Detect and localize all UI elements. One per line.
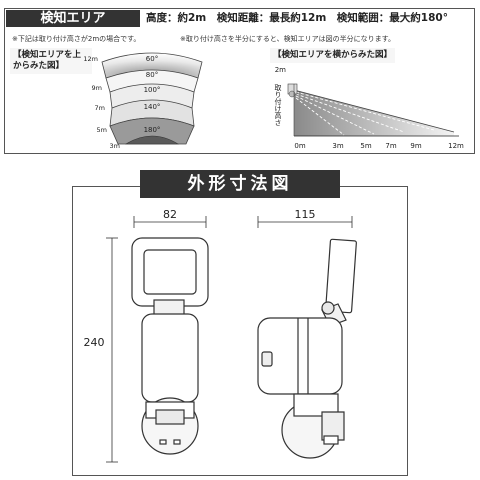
detection-area-title: 検知エリア: [6, 10, 140, 27]
tick-7m: 7m: [385, 142, 396, 150]
height-label: 240: [84, 336, 105, 349]
tick-0m: 0m: [294, 142, 305, 150]
side-view-diagram: 2m 取り付け高さ 0m 3m 5m 7m 9m 12m: [274, 66, 464, 150]
front-view: [131, 237, 209, 455]
angle-label-100: 100°: [144, 86, 161, 94]
top-view-diagram: 60° 80° 100° 140° 180° 12m 9m 7m 5m 3m: [83, 52, 203, 150]
tick-12m: 12m: [448, 142, 464, 150]
width-side-label: 115: [295, 208, 316, 221]
side-view-caption: 【検知エリアを横からみた図】: [270, 48, 396, 63]
tick-5m: 5m: [360, 142, 371, 150]
distance-label-9m: 9m: [92, 84, 102, 92]
side-view-ticks: 0m 3m 5m 7m 9m 12m: [294, 142, 464, 150]
distance-label-3m: 3m: [110, 142, 120, 150]
angle-label-60: 60°: [146, 55, 158, 63]
detection-area-panel: [4, 8, 475, 154]
top-view-caption: 【検知エリアを上からみた図】: [10, 48, 92, 74]
distance-label-7m: 7m: [95, 104, 105, 112]
note-mount-height: ※下記は取り付け高さが2mの場合です。: [12, 35, 141, 43]
tick-3m: 3m: [332, 142, 343, 150]
angle-label-140: 140°: [144, 103, 161, 111]
mount-height-caption: 取り付け高さ: [274, 84, 282, 127]
note-half-height: ※取り付け高さを半分にすると、検知エリアは図の半分になります。: [180, 35, 395, 43]
dimension-drawing: 82 115 240: [84, 208, 357, 463]
dimensions-title: 外形寸法図: [140, 170, 340, 198]
distance-label-12m: 12m: [83, 55, 98, 63]
width-front-label: 82: [163, 208, 177, 221]
tick-9m: 9m: [410, 142, 421, 150]
side-view: [257, 238, 357, 459]
mount-height-label: 2m: [275, 66, 286, 74]
detection-specs: 高度：約2m 検知距離：最長約12m 検知範囲：最大約180°: [146, 12, 448, 24]
angle-label-180: 180°: [144, 126, 161, 134]
zone-3m: [109, 117, 195, 145]
angle-label-80: 80°: [146, 71, 158, 79]
distance-label-5m: 5m: [97, 126, 107, 134]
